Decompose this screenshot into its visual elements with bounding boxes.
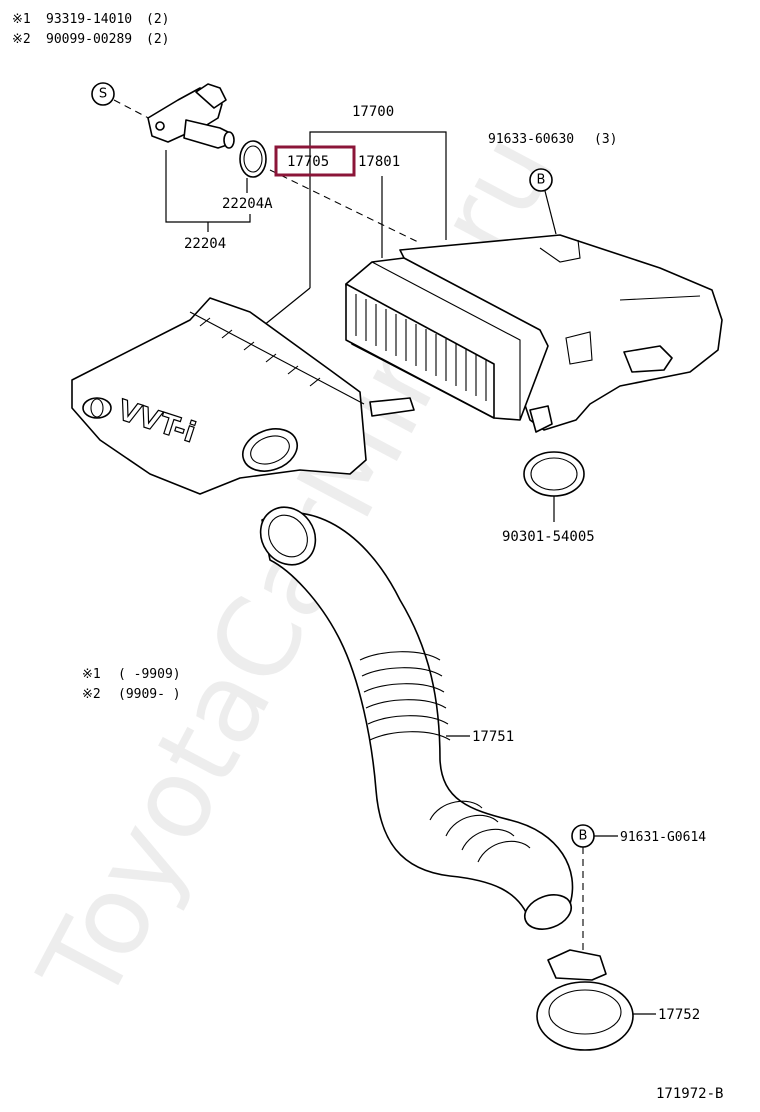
cap-grommet [529,405,553,433]
label-17705: 17705 [287,154,329,170]
cap-latch [623,345,673,373]
note-top-part-2: 90099-00289 [46,32,132,47]
filter-pleats [355,294,487,401]
clamp-ring-inner [548,989,622,1035]
toyota-logo-inner [90,398,104,418]
hose-clamp: B 91631-G0614 17752 [536,824,706,1051]
leader-b1 [544,190,557,235]
callout-b2: B [579,829,588,844]
sensor-screw-hole [155,121,165,131]
air-cleaner-case: VVT-i [71,297,415,495]
filter-front [345,283,495,419]
label-17700: 17700 [352,104,394,120]
gasket-inner [530,457,578,491]
filter-element [345,257,549,421]
note-top-qty-2: (2) [146,32,169,47]
hose-bellows-lower [429,800,531,863]
callout-b1: B [537,173,546,188]
hose-bellows-upper [359,651,451,741]
gasket-90301: 90301-54005 [502,451,595,545]
callout-b1-circle [529,168,553,192]
toyota-logo [82,397,112,419]
note-top: ※1 93319-14010 (2) ※2 90099-00289 (2) [12,12,169,47]
callout-s: S [99,87,107,102]
clamp-ring [536,981,634,1051]
cap-clip [539,239,581,263]
air-cleaner-cap: B 91633-60630 (3) [399,132,723,433]
intake-hose: 17751 [259,506,574,930]
label-90301: 90301-54005 [502,529,595,545]
filter-rim [371,261,521,420]
case-ribs [199,317,321,387]
case-latch [369,397,415,417]
label-group-17700: 17700 17801 17705 [257,104,447,331]
note-mid-mark-2: ※2 [82,687,101,702]
label-91631: 91631-G0614 [620,830,706,845]
label-17751: 17751 [472,729,514,745]
cap-ridge [619,295,701,301]
leader-sensor-to-housing [269,169,419,243]
note-top-mark-2: ※2 [12,32,31,47]
cap-tab [565,331,593,365]
gasket-outer [523,451,585,497]
note-top-qty-1: (2) [146,12,169,27]
drawing-number: 171972-B [656,1086,723,1102]
note-mid-range-1: ( -9909) [118,667,181,682]
hose-inlet-inner [268,514,308,558]
note-mid: ※1 ( -9909) ※2 (9909- ) [82,667,181,702]
highlight-box-17705 [274,145,356,177]
label-22204a: 22204A [222,196,273,212]
label-17801: 17801 [358,154,400,170]
sensor-probe-tip [223,131,235,149]
label-91633-qty: (3) [594,132,617,147]
sensor-connector [195,83,227,109]
label-91633: 91633-60630 [488,132,574,147]
leader-17705 [257,287,311,331]
label-22204: 22204 [184,236,226,252]
note-mid-range-2: (9909- ) [118,687,181,702]
clamp-bracket [547,949,607,981]
callout-s-circle [91,82,115,106]
label-17752: 17752 [658,1007,700,1023]
o-ring-22204a-inner [243,145,263,173]
note-top-part-1: 93319-14010 [46,12,132,27]
note-mid-mark-1: ※1 [82,667,101,682]
hose-body [261,512,574,923]
case-outlet-inner [250,435,290,465]
case-flange [189,311,365,405]
hose-inlet [259,506,317,566]
sensor-body [147,87,223,143]
bracket-17700 [309,131,447,288]
hose-outlet [523,894,573,930]
case-outlet [242,428,298,472]
air-flow-meter: S 22204A 22204 [91,82,419,252]
note-top-mark-1: ※1 [12,12,31,27]
